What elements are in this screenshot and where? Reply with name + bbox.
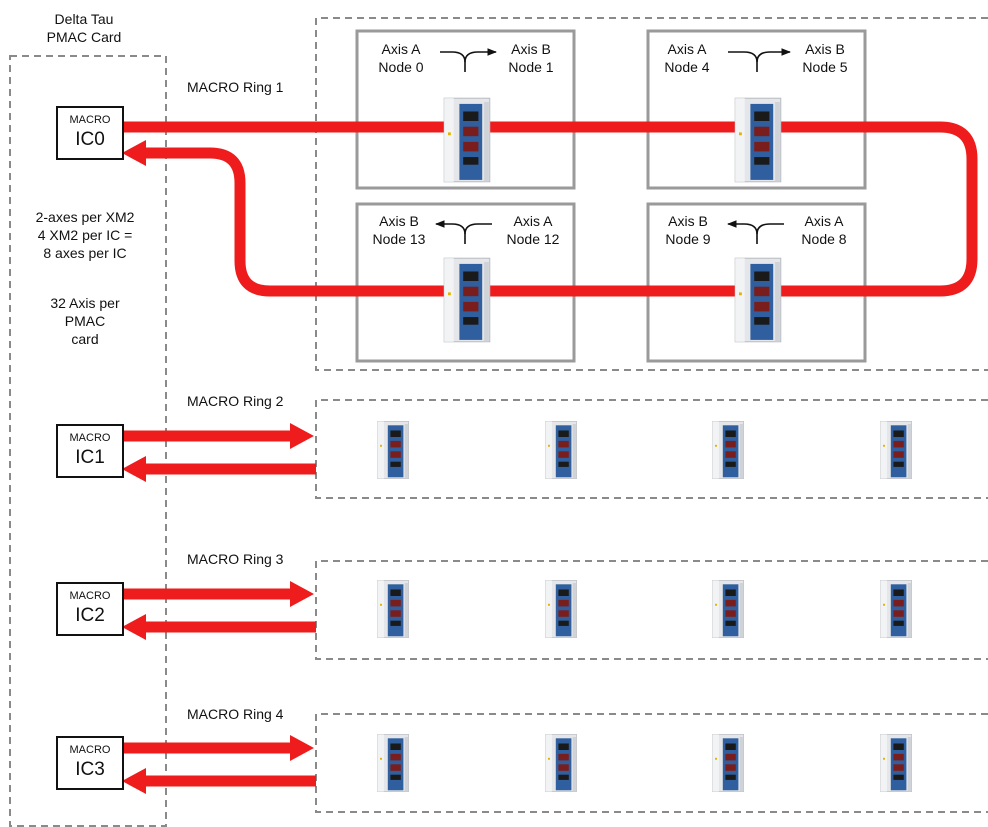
node-label-right-3: Axis A Node 8	[790, 212, 858, 248]
split-arrow-4-5	[728, 48, 791, 72]
ring2-arrows	[122, 423, 316, 482]
ic-box-name: IC3	[75, 759, 105, 780]
axis-name: Axis B	[379, 213, 419, 229]
servo-drive-image	[377, 580, 409, 638]
node-name: Node 5	[802, 59, 848, 75]
ic-box-type: MACRO	[69, 590, 111, 602]
servo-drive-image	[545, 421, 577, 479]
note-line: card	[71, 331, 99, 347]
axes-per-ic-note: 2-axes per XM2 4 XM2 per IC = 8 axes per…	[18, 208, 152, 262]
split-arrow-8-9	[727, 220, 784, 244]
ring1-return-arrowhead	[122, 140, 146, 166]
node-name: Node 0	[378, 59, 424, 75]
node-label-right-0: Axis B Node 1	[496, 40, 566, 76]
pmac-card-title: Delta Tau PMAC Card	[24, 10, 144, 46]
ic-box-name: IC0	[75, 129, 105, 150]
ic-box-type: MACRO	[69, 432, 111, 444]
node-box-4-5	[646, 29, 867, 190]
split-arrow-0-1	[440, 48, 497, 72]
ring3-arrows	[122, 581, 316, 640]
axes-per-card-note: 32 Axis per PMAC card	[18, 294, 152, 348]
ic-box-3: MACRO IC3	[56, 736, 124, 790]
ring2-label: MACRO Ring 2	[187, 393, 284, 409]
ic-box-1: MACRO IC1	[56, 424, 124, 478]
ic-box-name: IC1	[75, 447, 105, 468]
servo-drive-image	[734, 257, 782, 343]
pmac-title-line2: PMAC Card	[46, 29, 122, 45]
ring2-outline	[315, 399, 988, 499]
node-box-0-1	[355, 29, 576, 190]
ring4-outline	[315, 713, 988, 813]
node-name: Node 4	[664, 59, 710, 75]
axis-name: Axis B	[511, 41, 551, 57]
node-name: Node 8	[801, 231, 847, 247]
ring3-label: MACRO Ring 3	[187, 551, 284, 567]
pmac-title-line1: Delta Tau	[54, 11, 114, 27]
node-box-8-9	[646, 202, 867, 363]
servo-drive-image	[712, 580, 744, 638]
node-label-right-2: Axis A Node 12	[496, 212, 570, 248]
ring4-arrows	[122, 735, 316, 794]
note-line: PMAC	[64, 313, 106, 329]
servo-drive-image	[712, 734, 744, 792]
servo-drive-image	[443, 257, 491, 343]
node-name: Node 9	[665, 231, 711, 247]
node-name: Node 12	[506, 231, 560, 247]
axis-name: Axis B	[805, 41, 845, 57]
node-name: Node 13	[372, 231, 426, 247]
ic-box-name: IC2	[75, 605, 105, 626]
node-label-left-1: Axis A Node 4	[652, 40, 722, 76]
servo-drive-image	[545, 734, 577, 792]
ring1-label: MACRO Ring 1	[187, 79, 284, 95]
servo-drive-image	[880, 580, 912, 638]
servo-drive-image	[443, 97, 491, 183]
axis-name: Axis A	[667, 41, 707, 57]
node-box-12-13	[355, 202, 576, 363]
node-name: Node 1	[508, 59, 554, 75]
axis-name: Axis A	[513, 213, 553, 229]
ic-box-0: MACRO IC0	[56, 106, 124, 160]
note-line: 2-axes per XM2	[35, 209, 135, 225]
ring1-outline	[315, 17, 988, 371]
ic-box-2: MACRO IC2	[56, 582, 124, 636]
servo-drive-image	[880, 734, 912, 792]
ic-box-type: MACRO	[69, 114, 111, 126]
note-line: 4 XM2 per IC =	[37, 227, 133, 243]
servo-drive-image	[880, 421, 912, 479]
ic-box-type: MACRO	[69, 744, 111, 756]
axis-name: Axis B	[668, 213, 708, 229]
servo-drive-image	[712, 421, 744, 479]
servo-drive-image	[377, 734, 409, 792]
node-label-left-3: Axis B Node 9	[656, 212, 720, 248]
note-line: 8 axes per IC	[43, 245, 127, 261]
ring1-loop	[124, 121, 978, 297]
servo-drive-image	[377, 421, 409, 479]
node-label-left-0: Axis A Node 0	[366, 40, 436, 76]
split-arrow-12-13	[435, 220, 492, 244]
node-label-left-2: Axis B Node 13	[364, 212, 434, 248]
servo-drive-image	[734, 97, 782, 183]
servo-drive-image	[545, 580, 577, 638]
ring4-label: MACRO Ring 4	[187, 706, 284, 722]
axis-name: Axis A	[804, 213, 844, 229]
note-line: 32 Axis per	[50, 295, 120, 311]
axis-name: Axis A	[381, 41, 421, 57]
ring3-outline	[315, 560, 988, 660]
node-label-right-1: Axis B Node 5	[790, 40, 860, 76]
